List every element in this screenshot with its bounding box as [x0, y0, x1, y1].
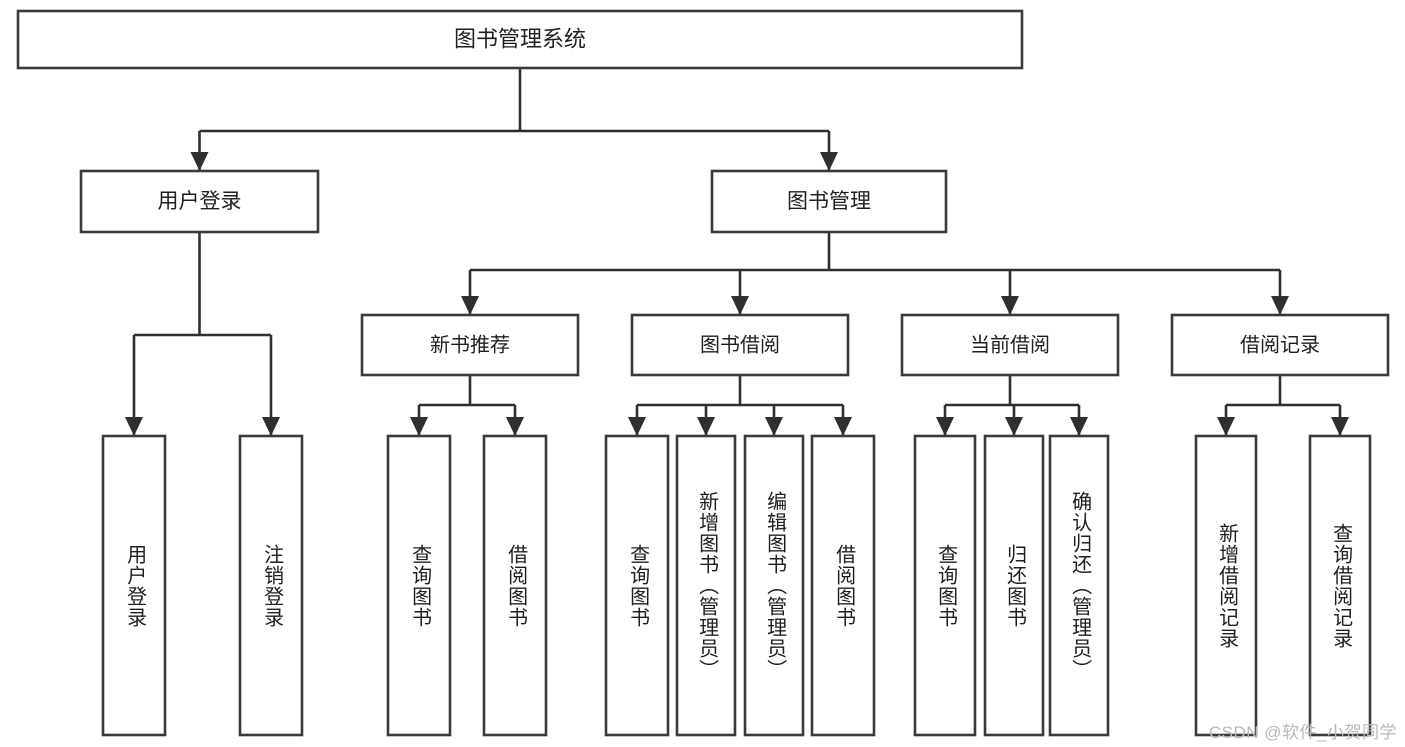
- node-box: [810, 434, 876, 737]
- arrow-head-icon: [262, 417, 280, 436]
- arrow-head-icon: [731, 296, 749, 315]
- arrow-head-icon: [820, 152, 838, 171]
- node-label: 归还图书: [1003, 543, 1026, 628]
- node-label-wrapper: 用户登录: [123, 543, 146, 628]
- node-label-wrapper: 确认归还（管理员）: [1068, 491, 1091, 680]
- node-box: [1194, 434, 1258, 737]
- connector-layer: [125, 68, 1349, 436]
- arrow-head-icon: [1271, 296, 1289, 315]
- node-leaf-borrow-book-2[interactable]: 借阅图书: [810, 434, 876, 737]
- node-label: 查询图书: [626, 543, 649, 628]
- node-label: 新增图书（管理员）: [695, 491, 718, 680]
- node-user-login[interactable]: 用户登录: [79, 169, 320, 234]
- node-label-wrapper: 新增图书（管理员）: [695, 491, 718, 680]
- node-box: [16, 9, 1024, 70]
- node-label: 查询图书: [408, 543, 431, 628]
- node-label: 借阅记录: [1240, 333, 1320, 356]
- node-label-wrapper: 借阅图书: [832, 543, 855, 628]
- node-borrow-record[interactable]: 借阅记录: [1170, 313, 1390, 377]
- node-label: 图书管理: [787, 190, 871, 213]
- node-box: [386, 434, 452, 737]
- arrow-head-icon: [125, 417, 143, 436]
- watermark-text: CSDN @软件_小贺同学: [1208, 723, 1397, 742]
- node-label-wrapper: 归还图书: [1003, 543, 1026, 628]
- node-label: 查询借阅记录: [1329, 522, 1352, 649]
- arrow-head-icon: [506, 417, 524, 436]
- arrow-head-icon: [834, 417, 852, 436]
- node-label: 借阅图书: [504, 543, 527, 628]
- node-label: 确认归还（管理员）: [1068, 491, 1091, 680]
- node-leaf-return-book[interactable]: 归还图书: [983, 434, 1045, 737]
- arrow-head-icon: [1005, 417, 1023, 436]
- node-label: 借阅图书: [832, 543, 855, 628]
- node-root[interactable]: 图书管理系统: [16, 9, 1024, 70]
- node-box: [79, 169, 320, 234]
- node-label: 新增借阅记录: [1215, 522, 1238, 649]
- node-leaf-add-book[interactable]: 新增图书（管理员）: [675, 434, 737, 737]
- node-label-wrapper: 借阅图书: [504, 543, 527, 628]
- node-box: [1170, 313, 1390, 377]
- node-label-wrapper: 注销登录: [260, 543, 283, 628]
- node-box: [1048, 434, 1110, 737]
- arrow-head-icon: [410, 417, 428, 436]
- node-label-wrapper: 新增借阅记录: [1215, 522, 1238, 649]
- node-box: [101, 434, 167, 737]
- node-leaf-borrow-book-1[interactable]: 借阅图书: [482, 434, 548, 737]
- arrow-head-icon: [1331, 417, 1349, 436]
- node-label-wrapper: 编辑图书（管理员）: [763, 491, 786, 680]
- node-box: [238, 434, 304, 737]
- node-box: [900, 313, 1120, 377]
- node-box: [482, 434, 548, 737]
- node-box: [983, 434, 1045, 737]
- arrow-head-icon: [1217, 417, 1235, 436]
- node-leaf-query-borrow-record[interactable]: 查询借阅记录: [1308, 434, 1372, 737]
- arrow-head-icon: [190, 152, 209, 171]
- arrow-head-icon: [1001, 296, 1019, 315]
- node-leaf-edit-book[interactable]: 编辑图书（管理员）: [743, 434, 805, 737]
- node-leaf-user-logout[interactable]: 注销登录: [238, 434, 304, 737]
- node-book-borrow[interactable]: 图书借阅: [630, 313, 850, 377]
- arrow-head-icon: [765, 417, 783, 436]
- arrow-head-icon: [936, 417, 954, 436]
- arrow-head-icon: [628, 417, 646, 436]
- node-label: 注销登录: [260, 543, 283, 628]
- node-layer: 图书管理系统用户登录图书管理新书推荐图书借阅当前借阅借阅记录用户登录注销登录查询…: [16, 9, 1390, 737]
- node-label: 新书推荐: [430, 333, 510, 356]
- node-current-borrow[interactable]: 当前借阅: [900, 313, 1120, 377]
- arrow-head-icon: [697, 417, 715, 436]
- node-box: [630, 313, 850, 377]
- node-label: 查询图书: [934, 543, 957, 628]
- node-box: [710, 169, 948, 234]
- node-label: 当前借阅: [970, 333, 1050, 356]
- arrow-head-icon: [461, 296, 479, 315]
- node-box: [675, 434, 737, 737]
- node-box: [360, 313, 580, 377]
- node-label-wrapper: 查询图书: [934, 543, 957, 628]
- node-leaf-confirm-return[interactable]: 确认归还（管理员）: [1048, 434, 1110, 737]
- node-label: 图书管理系统: [454, 26, 586, 51]
- node-label-wrapper: 查询图书: [408, 543, 431, 628]
- node-label-wrapper: 查询借阅记录: [1329, 522, 1352, 649]
- node-leaf-query-book-2[interactable]: 查询图书: [604, 434, 670, 737]
- node-new-book-recommend[interactable]: 新书推荐: [360, 313, 580, 377]
- node-leaf-query-book-3[interactable]: 查询图书: [913, 434, 977, 737]
- node-label-wrapper: 查询图书: [626, 543, 649, 628]
- node-box: [604, 434, 670, 737]
- node-label: 图书借阅: [700, 333, 780, 356]
- node-label: 编辑图书（管理员）: [763, 491, 786, 680]
- node-box: [913, 434, 977, 737]
- node-leaf-add-borrow-record[interactable]: 新增借阅记录: [1194, 434, 1258, 737]
- node-label: 用户登录: [158, 190, 242, 213]
- node-book-manage[interactable]: 图书管理: [710, 169, 948, 234]
- arrow-head-icon: [1070, 417, 1088, 436]
- node-label: 用户登录: [123, 543, 146, 628]
- node-leaf-query-book-1[interactable]: 查询图书: [386, 434, 452, 737]
- node-leaf-user-login[interactable]: 用户登录: [101, 434, 167, 737]
- node-box: [743, 434, 805, 737]
- node-box: [1308, 434, 1372, 737]
